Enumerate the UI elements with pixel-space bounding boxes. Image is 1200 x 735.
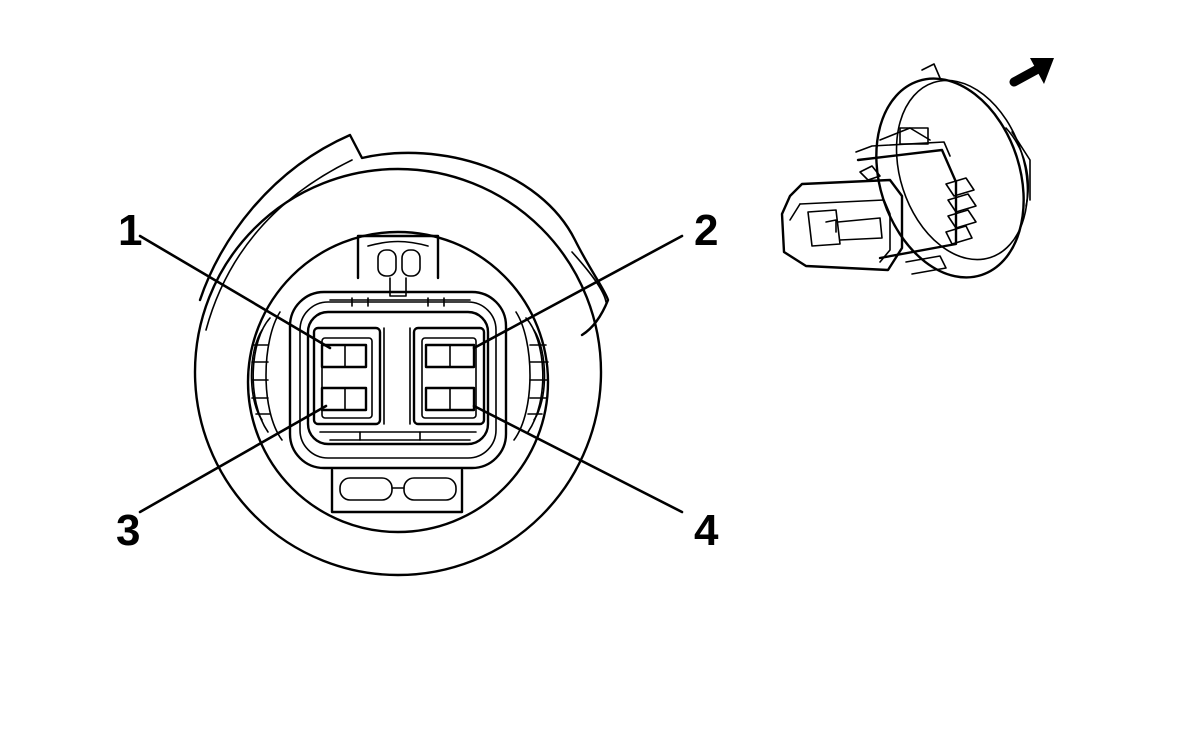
- shroud-outer: [288, 290, 508, 470]
- leader-pin-2: [472, 234, 684, 350]
- flange: [198, 133, 610, 337]
- connector-perspective-view: [780, 63, 1031, 279]
- pin-label-4: 4: [694, 506, 719, 555]
- left-ribs: [250, 311, 283, 441]
- pin-label-3: 3: [116, 506, 140, 555]
- inner-body: [246, 230, 550, 534]
- connector-front-view: [193, 133, 610, 577]
- terminal-3: [320, 386, 368, 412]
- flange-inner: [205, 159, 353, 331]
- leader-pin-1: [138, 234, 332, 350]
- cavity-block-right: [412, 326, 486, 426]
- top-latch: [356, 234, 440, 297]
- leader-lines: [138, 234, 684, 514]
- shroud-mid: [299, 301, 497, 459]
- direction-arrow-icon: [1009, 58, 1054, 87]
- shroud-inner: [306, 310, 490, 446]
- cavity-block-left: [312, 326, 382, 426]
- pin-label-2: 2: [694, 206, 718, 255]
- bottom-latch: [330, 468, 464, 514]
- terminal-4: [424, 386, 476, 412]
- leader-pin-4: [472, 404, 684, 514]
- leader-pin-3: [138, 404, 328, 514]
- pin-label-1: 1: [118, 206, 142, 255]
- outer-housing: [193, 167, 603, 577]
- terminal-1: [320, 343, 368, 369]
- flange-lip: [571, 251, 607, 303]
- terminal-2: [424, 343, 476, 369]
